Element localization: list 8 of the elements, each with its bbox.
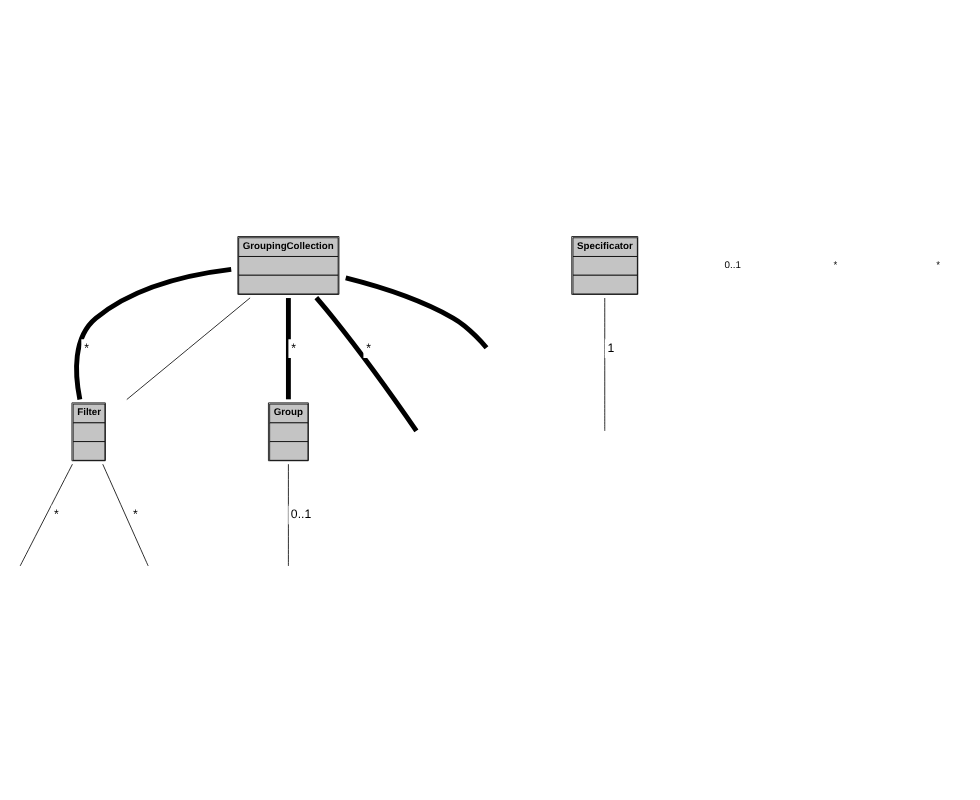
connector (126, 297, 251, 400)
connector (285, 298, 291, 400)
connector (74, 266, 232, 400)
connector (345, 275, 489, 350)
connector (314, 296, 419, 433)
connector (288, 463, 289, 567)
connector (102, 463, 149, 567)
connector (19, 463, 73, 567)
